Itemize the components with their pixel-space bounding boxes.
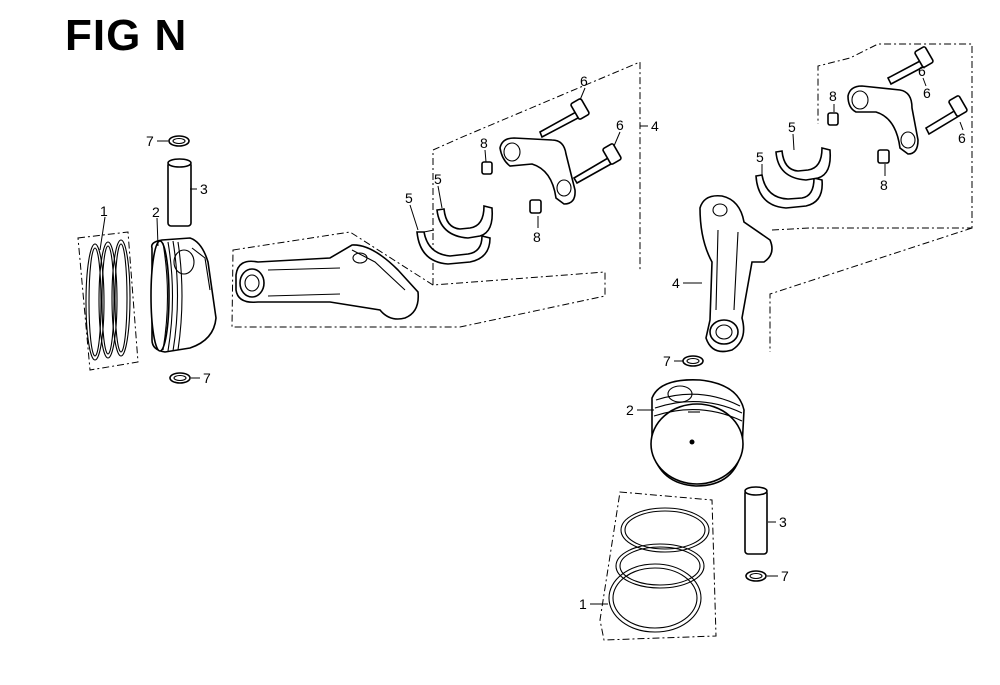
circlip-left-top bbox=[168, 135, 190, 147]
circlip-right-top bbox=[682, 355, 704, 367]
piston-rings-left bbox=[77, 231, 139, 371]
callout-7-right-bottom: 7 bbox=[781, 568, 789, 584]
cap-bolt-right-a bbox=[886, 46, 934, 86]
callout-2-right: 2 bbox=[626, 402, 634, 418]
connecting-rod-right bbox=[699, 194, 773, 353]
callout-8-right-a: 8 bbox=[829, 88, 837, 104]
callout-4-right: 4 bbox=[672, 275, 680, 291]
callout-6-left-a: 6 bbox=[580, 73, 588, 89]
rod-cap-left bbox=[499, 137, 576, 205]
callout-5-right-a: 5 bbox=[756, 149, 764, 165]
callout-7-left-top: 7 bbox=[146, 133, 154, 149]
connecting-rod-left bbox=[235, 244, 420, 320]
callout-labels: 1 2 3 7 7 4 5 5 6 6 8 8 6 6 6 8 8 5 5 4 … bbox=[100, 63, 966, 612]
circlip-right-bottom bbox=[745, 570, 767, 582]
callout-1-right: 1 bbox=[579, 596, 587, 612]
callout-6-right-b: 6 bbox=[923, 85, 931, 101]
dowel-left-a bbox=[481, 161, 493, 175]
callout-7-right-top: 7 bbox=[663, 353, 671, 369]
callout-3-left: 3 bbox=[200, 181, 208, 197]
callout-5-left-b: 5 bbox=[434, 171, 442, 187]
callout-3-right: 3 bbox=[779, 514, 787, 530]
callout-8-left-a: 8 bbox=[480, 135, 488, 151]
callout-7-left-bottom: 7 bbox=[203, 370, 211, 386]
callout-5-left-a: 5 bbox=[405, 190, 413, 206]
bearing-shell-left-b bbox=[436, 204, 494, 239]
dowel-right-a bbox=[827, 112, 839, 126]
figure-title: FIG N bbox=[65, 11, 188, 60]
dowel-left-b bbox=[529, 199, 542, 214]
dowel-right-b bbox=[877, 149, 890, 164]
callout-4-left: 4 bbox=[651, 118, 659, 134]
bearing-shell-right-a bbox=[755, 174, 823, 209]
callout-8-left-b: 8 bbox=[533, 229, 541, 245]
cap-bolt-left-b bbox=[572, 143, 622, 185]
piston-pin-left bbox=[167, 158, 192, 227]
callout-8-right-b: 8 bbox=[880, 177, 888, 193]
callout-5-right-b: 5 bbox=[788, 119, 796, 135]
callout-1-left: 1 bbox=[100, 203, 108, 219]
rod-cap-right bbox=[847, 85, 919, 155]
callout-6-right-c: 6 bbox=[958, 130, 966, 146]
callout-6-right-a: 6 bbox=[918, 63, 926, 79]
callout-2-left: 2 bbox=[152, 204, 160, 220]
piston-right bbox=[650, 379, 745, 487]
piston-rings-right bbox=[599, 491, 717, 641]
cap-bolt-left-a bbox=[538, 98, 590, 139]
leader-lines bbox=[99, 77, 964, 605]
cap-bolt-right-b bbox=[924, 95, 968, 136]
circlip-left-bottom bbox=[169, 372, 191, 384]
piston-left bbox=[150, 237, 217, 353]
callout-6-left-b: 6 bbox=[616, 117, 624, 133]
bearing-shell-right-b bbox=[775, 146, 832, 181]
piston-pin-right bbox=[744, 486, 768, 555]
